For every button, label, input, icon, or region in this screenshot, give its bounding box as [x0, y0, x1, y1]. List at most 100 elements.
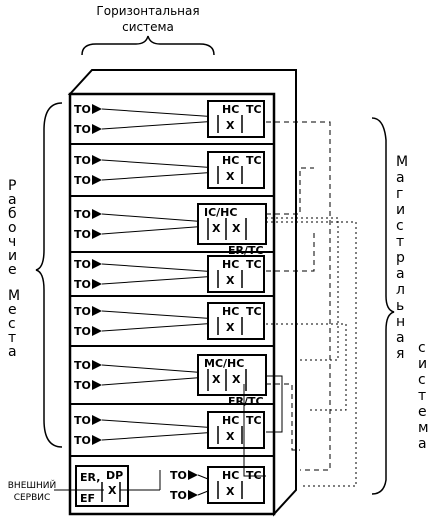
- ef-label: EF: [80, 492, 95, 505]
- tc-label: TC: [246, 103, 262, 116]
- external-service-line2: СЕРВИС: [14, 493, 51, 503]
- horizontal-cable: [101, 310, 219, 320]
- horizontal-system-title-line2: система: [122, 20, 174, 34]
- cross-connect-x: X: [226, 430, 235, 443]
- telecom-outlet-label: TO: [74, 174, 91, 187]
- dp-label: DP: [106, 469, 123, 482]
- left-brace: [35, 102, 63, 448]
- horizontal-cable: [101, 431, 219, 441]
- external-service-line1: ВНЕШНИЙ: [8, 479, 57, 491]
- cross-connect-x: X: [212, 373, 221, 386]
- outlet-arrow-icon: [92, 380, 102, 390]
- horizontal-cable: [101, 225, 209, 235]
- outlet-arrow-icon: [92, 175, 102, 185]
- hc-label: HC: [222, 414, 239, 427]
- cross-connect-x: X: [226, 274, 235, 287]
- floor-row: TO TO HC TC X: [70, 251, 274, 293]
- horizontal-cable: [101, 108, 219, 118]
- cross-connect-x: X: [232, 373, 241, 386]
- outlet-arrow-icon: [92, 155, 102, 165]
- telecom-outlet-label: TO: [74, 154, 91, 167]
- hc-label: HC: [222, 154, 239, 167]
- telecom-outlet-label: TO: [74, 414, 91, 427]
- cross-connect-x: X: [226, 119, 235, 132]
- cross-connect-x: X: [226, 170, 235, 183]
- outlet-arrow-icon: [92, 360, 102, 370]
- horizontal-cable: [101, 120, 219, 130]
- horizontal-cable: [101, 171, 219, 181]
- telecom-outlet-label: TO: [74, 278, 91, 291]
- cross-connect-x: X: [226, 485, 235, 498]
- room-label: ER/TC: [228, 244, 264, 257]
- cross-connect-x: X: [232, 222, 241, 235]
- telecom-outlet-label: TO: [74, 258, 91, 271]
- top-brace: [81, 35, 215, 56]
- outlet-arrow-icon: [188, 470, 198, 480]
- outlet-arrow-icon: [92, 124, 102, 134]
- telecom-outlet-label: TO: [74, 379, 91, 392]
- horizontal-cable: [101, 159, 219, 169]
- horizontal-system-title-line1: Горизонтальная: [96, 4, 199, 18]
- horizontal-cable: [101, 419, 219, 429]
- telecom-outlet-label: TO: [170, 469, 187, 482]
- telecom-outlet-label: TO: [74, 305, 91, 318]
- telecom-outlet-label: TO: [74, 359, 91, 372]
- room-label: ER/TC: [228, 395, 264, 408]
- horizontal-cable: [101, 213, 209, 223]
- tc-label: TC: [246, 154, 262, 167]
- hc-label: HC: [222, 305, 239, 318]
- outlet-arrow-icon: [92, 104, 102, 114]
- outlet-arrow-icon: [188, 490, 198, 500]
- tc-label: TC: [246, 305, 262, 318]
- outlet-arrow-icon: [92, 279, 102, 289]
- hc-label: HC: [222, 258, 239, 271]
- cross-connect-x: X: [108, 484, 117, 497]
- entrance-room-box: ER, DP EF X: [75, 465, 129, 507]
- er-label: ER,: [80, 471, 100, 484]
- horizontal-cable: [101, 364, 209, 374]
- telecom-outlet-label: TO: [74, 103, 91, 116]
- outlet-arrow-icon: [92, 306, 102, 316]
- outlet-arrow-icon: [92, 229, 102, 239]
- hc-label: HC: [222, 469, 239, 482]
- cross-connect-x: X: [226, 321, 235, 334]
- cross-connect-x: X: [212, 222, 221, 235]
- horizontal-cable: [101, 263, 219, 273]
- outlet-arrow-icon: [92, 259, 102, 269]
- cross-connect-box: [197, 354, 267, 396]
- outlet-arrow-icon: [92, 209, 102, 219]
- telecom-outlet-label: TO: [74, 208, 91, 221]
- cross-connect-label: IC/HC: [204, 206, 237, 219]
- outlet-arrow-icon: [92, 326, 102, 336]
- tc-label: TC: [246, 414, 262, 427]
- horizontal-cable: [101, 275, 219, 285]
- telecom-outlet-label: TO: [170, 489, 187, 502]
- outlet-arrow-icon: [92, 435, 102, 445]
- telecom-outlet-label: TO: [74, 123, 91, 136]
- horizontal-cable: [101, 376, 209, 386]
- telecom-outlet-label: TO: [74, 228, 91, 241]
- cross-connect-box: [197, 203, 267, 245]
- cross-connect-label: MC/HC: [204, 357, 244, 370]
- telecom-outlet-label: TO: [74, 325, 91, 338]
- floor-row: TO TO HC TC X: [74, 100, 265, 138]
- telecom-outlet-label: TO: [74, 434, 91, 447]
- floor-row: TO TO HC TC X: [70, 295, 274, 340]
- floor-row: TO TO HC TC X: [70, 143, 274, 189]
- outlet-arrow-icon: [92, 415, 102, 425]
- horizontal-cable: [101, 322, 219, 332]
- right-brace: [371, 117, 395, 495]
- backbone-links: [243, 121, 357, 487]
- tc-label: TC: [246, 258, 262, 271]
- hc-label: HC: [222, 103, 239, 116]
